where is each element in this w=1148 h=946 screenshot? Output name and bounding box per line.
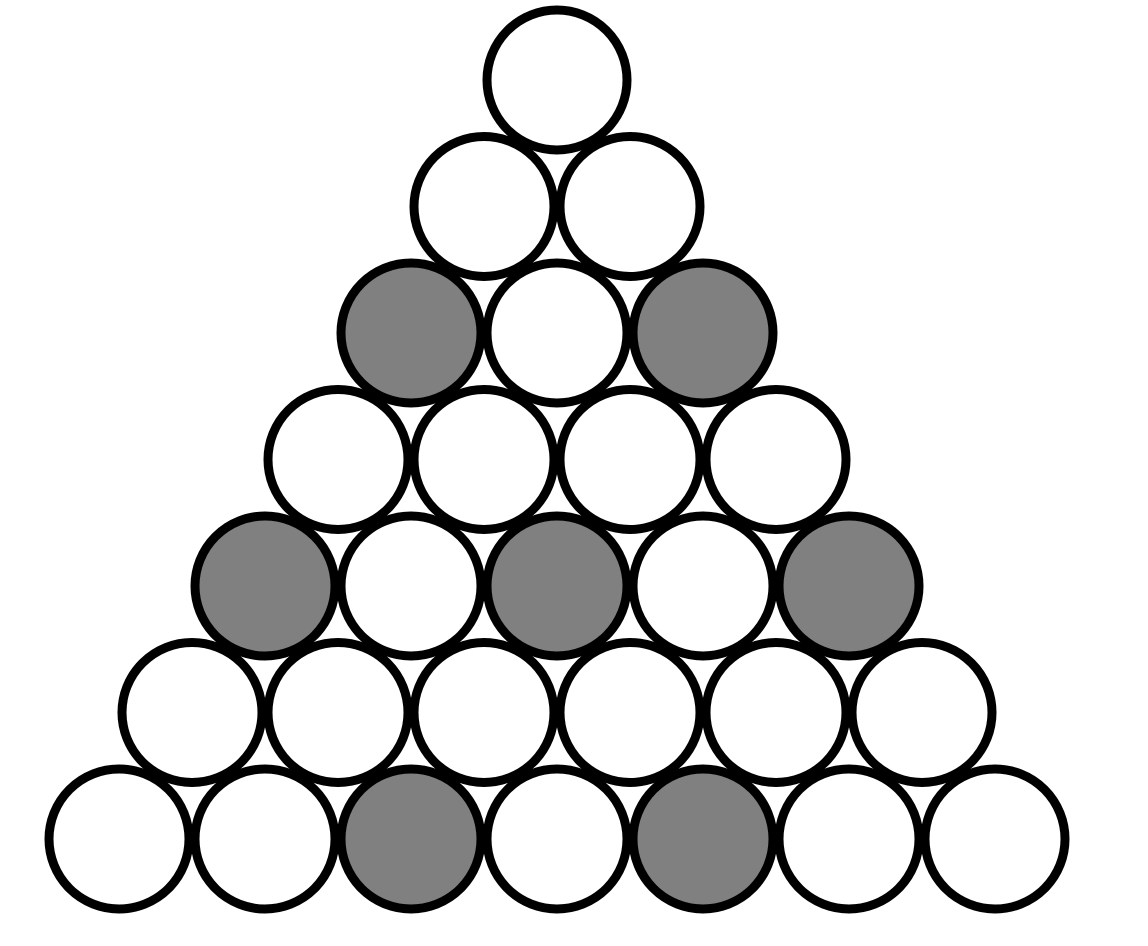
shaded-circle	[336, 764, 486, 914]
unshaded-circle	[409, 132, 559, 281]
unshaded-circle	[920, 764, 1070, 914]
unshaded-circle	[190, 764, 340, 914]
shaded-circle	[628, 258, 778, 408]
unshaded-circle	[482, 5, 632, 155]
unshaded-circle	[117, 638, 267, 787]
shaded-circle	[190, 511, 340, 661]
unshaded-circle	[555, 638, 705, 787]
unshaded-circle	[263, 638, 413, 787]
shaded-circle	[482, 511, 632, 661]
circle-group	[44, 5, 1070, 914]
unshaded-circle	[409, 638, 559, 787]
unshaded-circle	[628, 511, 778, 661]
unshaded-circle	[482, 258, 632, 408]
shaded-circle	[628, 764, 778, 914]
unshaded-circle	[44, 764, 194, 914]
unshaded-circle	[482, 764, 632, 914]
unshaded-circle	[263, 385, 413, 534]
unshaded-circle	[847, 638, 997, 787]
unshaded-circle	[701, 638, 851, 787]
shaded-circle	[774, 511, 924, 661]
unshaded-circle	[555, 132, 705, 281]
unshaded-circle	[701, 385, 851, 534]
unshaded-circle	[336, 511, 486, 661]
unshaded-circle	[555, 385, 705, 534]
shaded-circle	[336, 258, 486, 408]
unshaded-circle	[409, 385, 559, 534]
unshaded-circle	[774, 764, 924, 914]
